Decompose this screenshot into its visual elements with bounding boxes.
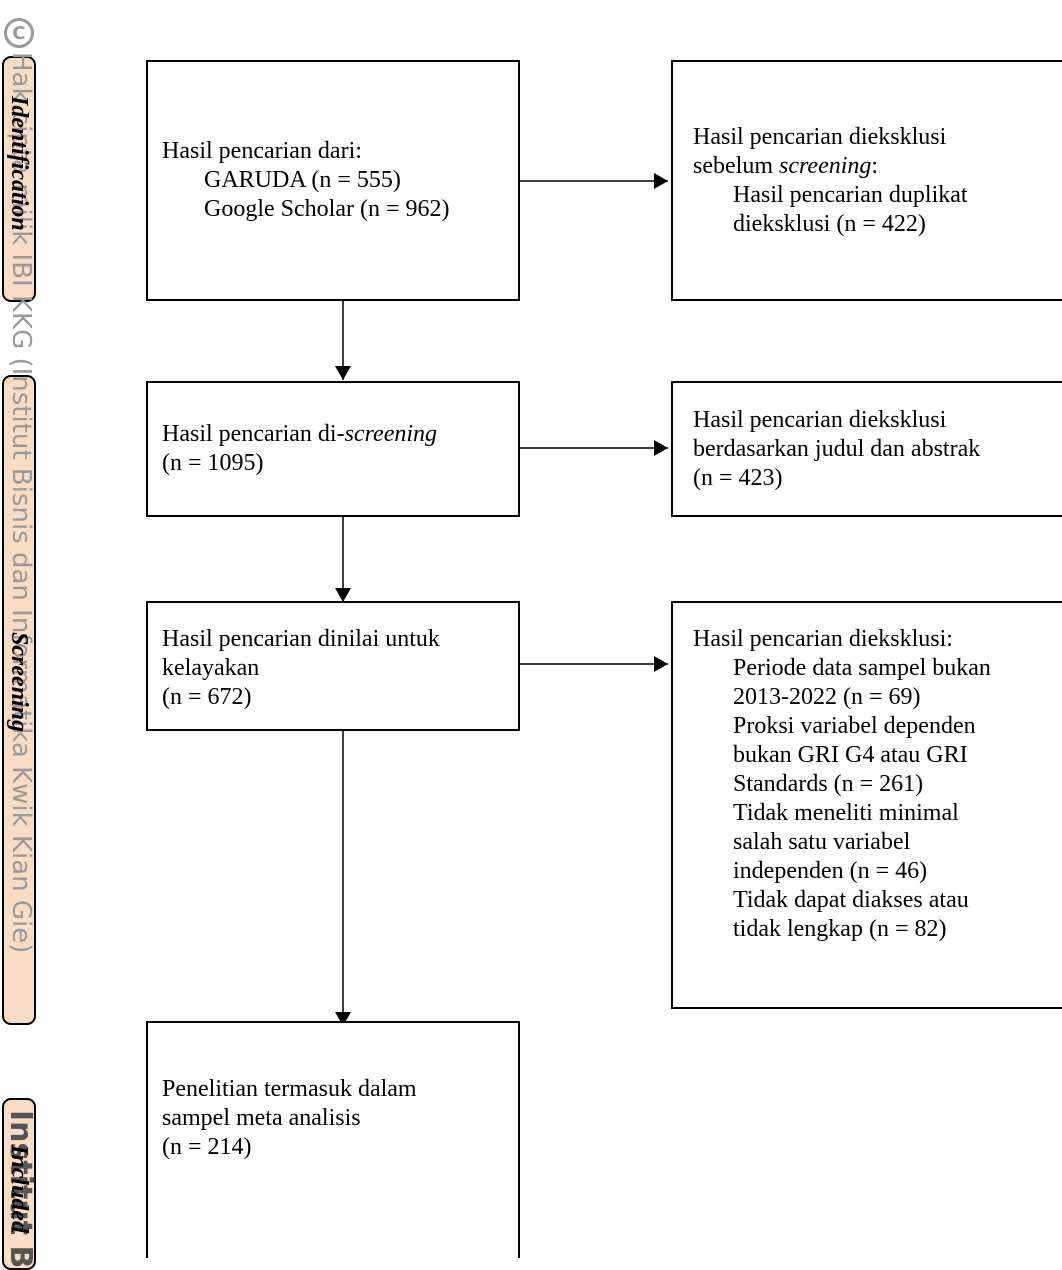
search-results-title: Hasil pencarian dari: [162, 138, 362, 164]
eligibility-count: (n = 672) [162, 684, 252, 710]
reason-line: bukan GRI G4 atau GRI [733, 742, 968, 768]
excluded-before-screening-title: Hasil pencarian dieksklusi [693, 123, 947, 150]
excluded-duplicate-line2: dieksklusi (n = 422) [733, 210, 926, 237]
screened-count: (n = 1095) [162, 450, 264, 476]
reason-line: Periode data sampel bukan [733, 655, 991, 681]
phase-included-badge [2, 1098, 36, 1270]
reason-line: tidak lengkap (n = 82) [733, 916, 947, 942]
excluded-reasons-box: Hasil pencarian dieksklusi: Periode data… [671, 601, 1062, 1009]
excluded-duplicate-line1: Hasil pencarian duplikat [733, 181, 968, 208]
reason-line: Standards (n = 261) [733, 771, 924, 797]
excluded-title-abstract-count: (n = 423) [693, 464, 783, 491]
search-results-garuda: GARUDA (n = 555) [204, 167, 401, 193]
reason-line: 2013-2022 (n = 69) [733, 684, 921, 710]
reason-line: Tidak dapat diakses atau [733, 887, 969, 913]
excluded-before-screening-box: Hasil pencarian dieksklusi sebelum scree… [671, 60, 1062, 301]
excluded-reasons-title: Hasil pencarian dieksklusi: [693, 626, 953, 652]
included-count: (n = 214) [162, 1134, 252, 1160]
eligibility-line1: Hasil pencarian dinilai untuk [162, 626, 440, 652]
copyright-symbol: C [4, 18, 34, 48]
reason-line: Tidak meneliti minimal [733, 800, 959, 826]
phase-identification-badge [2, 56, 36, 302]
included-studies-box: Penelitian termasuk dalam sampel meta an… [146, 1021, 520, 1258]
excluded-title-abstract-box: Hasil pencarian dieksklusi berdasarkan j… [671, 381, 1062, 517]
search-results-scholar: Google Scholar (n = 962) [204, 196, 450, 222]
excluded-before-screening-subtitle: sebelum screening: [693, 152, 879, 179]
eligibility-box: Hasil pencarian dinilai untuk kelayakan … [146, 601, 520, 731]
screened-box: Hasil pencarian di-screening (n = 1095) [146, 381, 520, 517]
phase-screening-badge [2, 375, 36, 1025]
excluded-title-abstract-line1: Hasil pencarian dieksklusi [693, 406, 947, 433]
reason-line: Proksi variabel dependen [733, 713, 976, 739]
screened-title: Hasil pencarian di-screening [162, 421, 438, 447]
excluded-title-abstract-line2: berdasarkan judul dan abstrak [693, 435, 981, 462]
eligibility-line2: kelayakan [162, 655, 260, 681]
reason-line: independen (n = 46) [733, 858, 928, 884]
search-results-box: Hasil pencarian dari: GARUDA (n = 555) G… [146, 60, 520, 301]
reason-line: salah satu variabel [733, 829, 911, 855]
copyright-letter: C [12, 22, 26, 44]
included-line1: Penelitian termasuk dalam [162, 1076, 417, 1102]
included-line2: sampel meta analisis [162, 1105, 361, 1131]
